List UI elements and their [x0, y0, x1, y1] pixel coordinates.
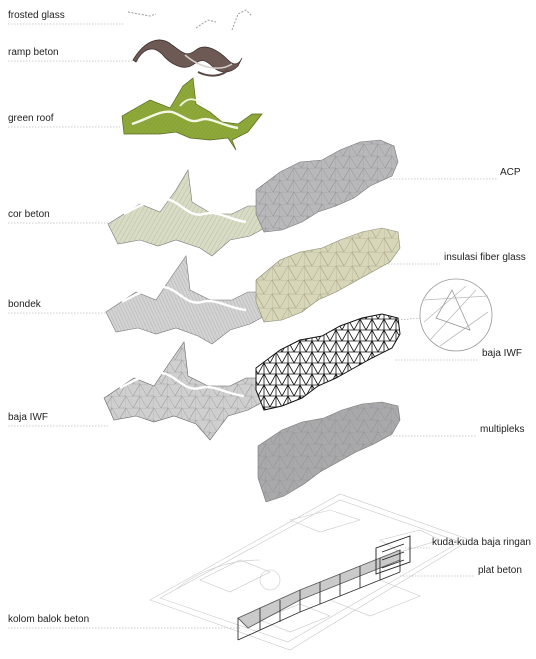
- ramp-beton-layer: [133, 40, 242, 76]
- detail-circle: [398, 279, 492, 351]
- baja-iwf-frame-layer: [256, 314, 400, 410]
- label-baja-iwf-left: baja IWF: [8, 412, 48, 423]
- label-insulasi-fiber-glass: insulasi fiber glass: [444, 252, 526, 263]
- label-frosted-glass: frosted glass: [8, 10, 65, 21]
- multipleks-layer: [258, 402, 400, 502]
- leader-lines-right: [385, 179, 498, 576]
- insulasi-fiber-glass-layer: [256, 228, 400, 322]
- label-bondek: bondek: [8, 299, 41, 310]
- label-ramp-beton: ramp beton: [8, 47, 59, 58]
- label-acp: ACP: [500, 167, 521, 178]
- site-plan-base: [150, 494, 470, 650]
- acp-layer: [256, 140, 398, 232]
- label-kuda-kuda-baja-ringan: kuda-kuda baja ringan: [432, 537, 531, 548]
- label-baja-iwf-right: baja IWF: [482, 348, 522, 359]
- label-green-roof: green roof: [8, 113, 54, 124]
- label-kolom-balok-beton: kolom balok beton: [8, 614, 89, 625]
- label-cor-beton: cor beton: [8, 209, 50, 220]
- bondek-layer: [106, 256, 272, 344]
- green-roof-layer: [122, 78, 262, 150]
- label-multipleks: multipleks: [480, 424, 524, 435]
- cor-beton-layer: [108, 170, 272, 256]
- frosted-glass-layer: [128, 10, 252, 30]
- baja-iwf-slab-layer: [104, 342, 270, 440]
- label-plat-beton: plat beton: [478, 565, 522, 576]
